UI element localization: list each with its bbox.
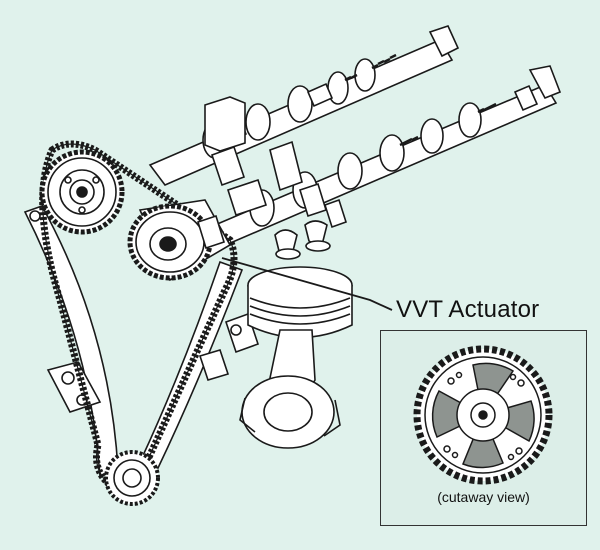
vvt-actuator	[127, 199, 232, 282]
crankshaft-sprocket	[104, 450, 160, 506]
vvt-cutaway-illustration	[413, 345, 553, 485]
intake-camshaft	[213, 65, 562, 245]
callout-leader	[221, 257, 393, 311]
piston	[247, 266, 353, 339]
cutaway-inset: (cutaway view)	[380, 330, 587, 526]
connecting-rod	[239, 329, 341, 449]
cutaway-caption: (cutaway view)	[437, 489, 530, 505]
vvt-actuator-label: VVT Actuator	[396, 296, 540, 323]
cam-sprocket	[39, 149, 125, 235]
valve-train	[204, 96, 347, 260]
